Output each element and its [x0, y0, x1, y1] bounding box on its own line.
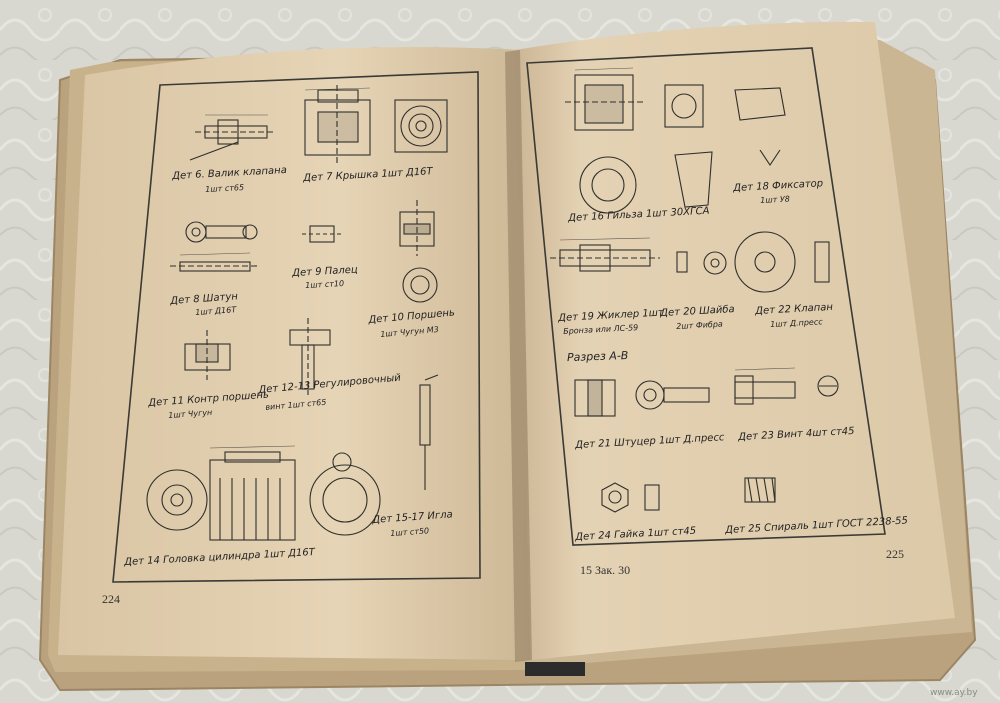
left-drawings — [146, 85, 448, 541]
drawing-pin — [302, 225, 342, 243]
drawing-counter-piston — [184, 330, 231, 380]
spine-band — [525, 662, 585, 676]
right-page — [515, 21, 955, 660]
drawing-jet — [550, 244, 727, 275]
drawing-connecting-rod — [170, 221, 258, 272]
left-frame — [112, 71, 481, 583]
drawing-screw — [734, 375, 839, 405]
drawing-spiral — [744, 477, 776, 503]
right-page-footer: 15 Зак. 30 — [580, 563, 631, 577]
left-page — [58, 47, 528, 661]
drawing-valve — [734, 231, 830, 293]
drawing-cylinder-head — [146, 451, 381, 541]
drawing-piston — [399, 200, 438, 303]
section-a-b-label: Разрез А-В — [566, 348, 629, 365]
drawing-valve-shaft — [189, 119, 275, 161]
right-drawings — [550, 74, 839, 513]
dimension-lines — [179, 67, 796, 449]
right-page-number: 225 — [886, 547, 904, 561]
right-frame — [526, 47, 886, 546]
drawing-adjusting-screw — [289, 318, 331, 395]
drawing-cover — [304, 85, 448, 165]
drawing-needle — [419, 374, 439, 490]
drawing-latch — [664, 84, 786, 208]
left-page-number: 224 — [102, 592, 120, 606]
drawing-nut — [601, 482, 660, 513]
drawing-sleeve — [565, 74, 645, 214]
drawing-fitting — [574, 379, 710, 417]
caption-part-18-sub: 1шт У8 — [760, 194, 791, 205]
spine-shadow — [505, 50, 532, 662]
watermark: www.ay.by — [930, 688, 978, 698]
